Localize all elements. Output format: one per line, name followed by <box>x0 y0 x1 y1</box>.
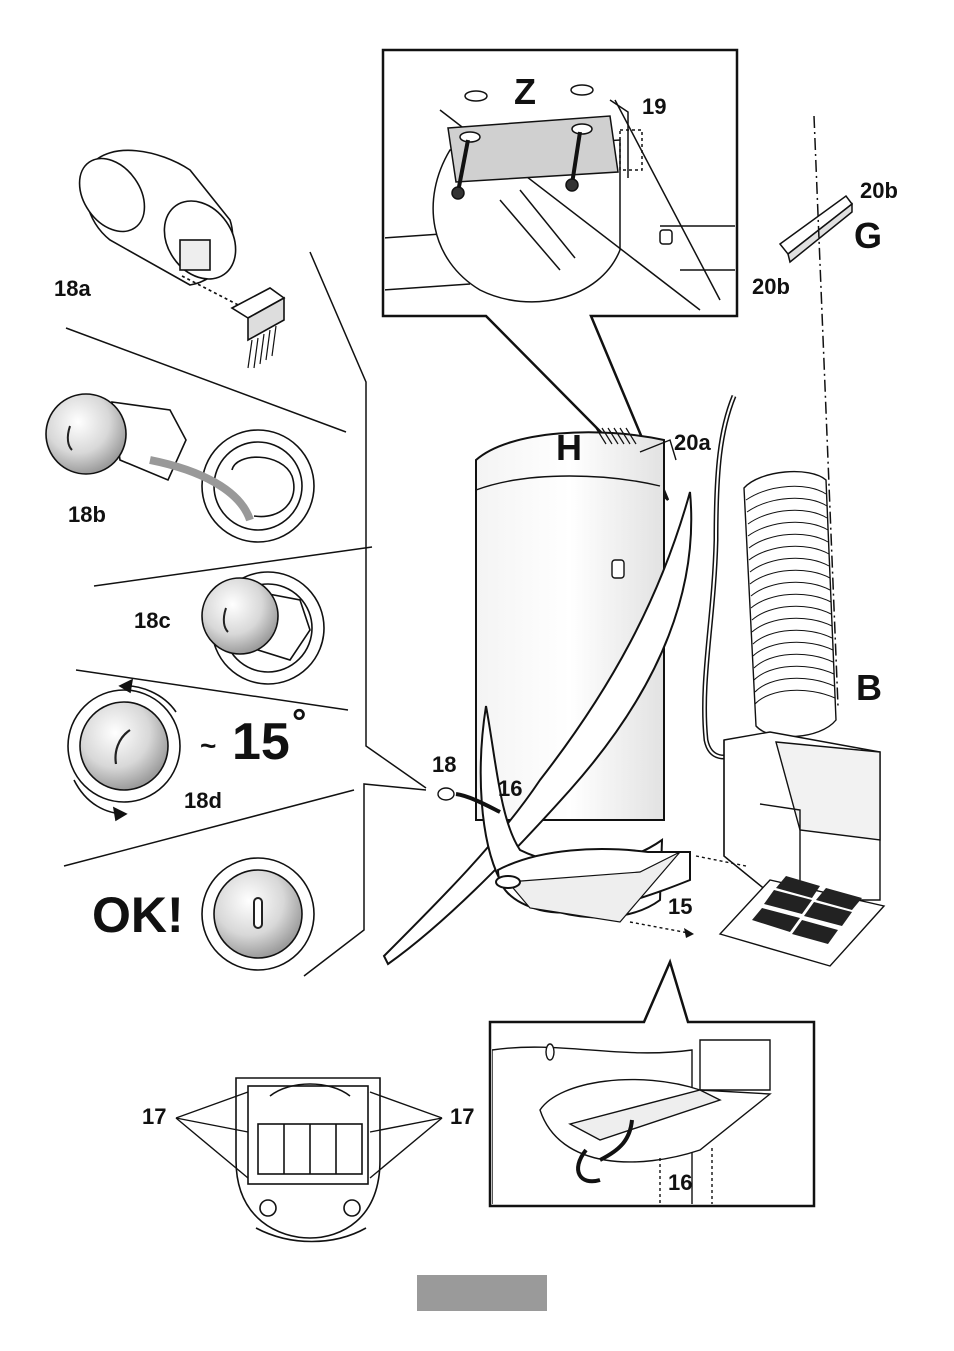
label-18b: 18b <box>68 502 106 527</box>
knob-18c <box>201 571 325 685</box>
page-number-bar <box>417 1275 547 1311</box>
bracket-g <box>778 115 854 707</box>
label-18: 18 <box>432 752 457 777</box>
label-g: G <box>854 215 883 256</box>
knob-18b <box>45 393 315 543</box>
label-degree-sign: ° <box>292 701 307 742</box>
label-18a: 18a <box>54 276 91 301</box>
label-19: 19 <box>642 94 667 119</box>
label-18c: 18c <box>134 608 171 633</box>
label-ok: OK! <box>92 887 184 943</box>
label-17-right: 17 <box>450 1104 475 1129</box>
arrow-15 <box>629 921 695 935</box>
label-16-mid: 16 <box>498 776 523 801</box>
label-z: Z <box>514 71 536 112</box>
label-h: H <box>556 427 582 468</box>
label-20a: 20a <box>674 430 711 455</box>
knob-ok <box>201 857 315 971</box>
label-20b-top: 20b <box>860 178 898 203</box>
label-15-degrees: 15 <box>232 713 290 771</box>
step-dividers <box>63 251 427 977</box>
arrow-15-upper <box>695 855 747 867</box>
duct-b <box>718 470 886 967</box>
knob-18d <box>67 678 181 822</box>
label-16-bottom: 16 <box>668 1170 693 1195</box>
label-15: 15 <box>668 894 693 919</box>
detail-16-callout <box>488 958 816 1208</box>
hood-h <box>382 427 693 966</box>
motor-18a <box>78 149 286 369</box>
label-17-left: 17 <box>142 1104 167 1129</box>
detail-z-callout <box>381 48 739 501</box>
part-18-16 <box>437 787 501 814</box>
label-b: B <box>856 667 882 708</box>
label-18d: 18d <box>184 788 222 813</box>
label-20b-left: 20b <box>752 274 790 299</box>
bottom-view-17 <box>175 1077 443 1243</box>
label-tilde: ~ <box>200 730 217 761</box>
